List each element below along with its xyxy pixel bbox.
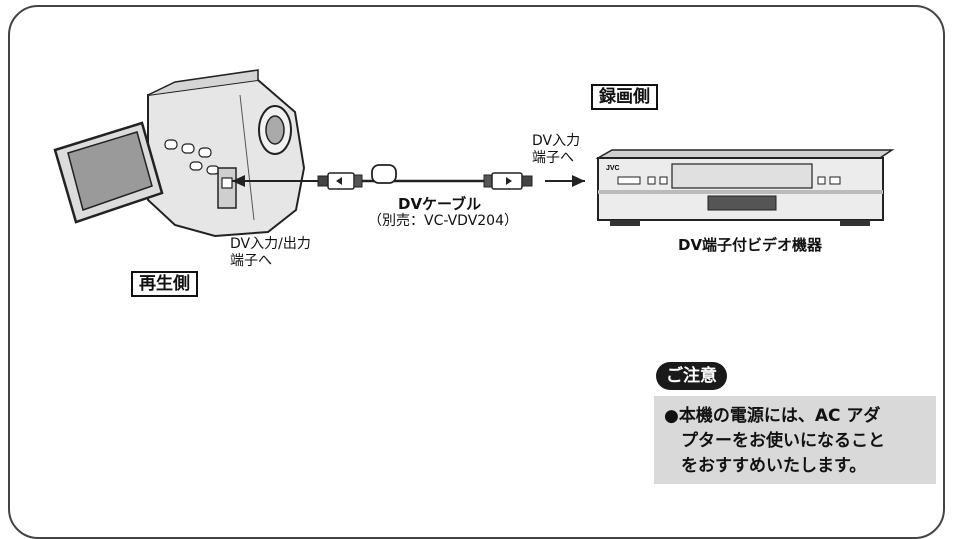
vcr-illustration [598,150,892,226]
note-line: ●本機の電源には、AC アダ [664,404,928,429]
cable-sold-separately: （別売：VC-VDV204） [368,213,518,230]
device-caption: DV端子付ビデオ機器 [678,237,822,254]
dv-inout-label-line2: 端子へ [230,253,272,270]
camcorder-illustration [55,70,304,236]
recording-side-label: 録画側 [591,84,658,110]
dv-input-label-line1: DV入力 [532,133,580,150]
note-line: プターをお使いになること [664,429,928,454]
caution-note-box: ●本機の電源には、AC アダ プターをお使いになること をおすすめいたします。 [654,396,936,484]
caution-badge: ご注意 [656,362,727,390]
deck-brand: JVC [606,165,620,172]
dv-inout-label-line1: DV入力/出力 [230,236,311,253]
playback-side-label: 再生側 [131,271,198,297]
note-line: をおすすめいたします。 [664,454,928,479]
dv-input-label-line2: 端子へ [532,150,574,167]
cable-name: DVケーブル [398,196,481,213]
